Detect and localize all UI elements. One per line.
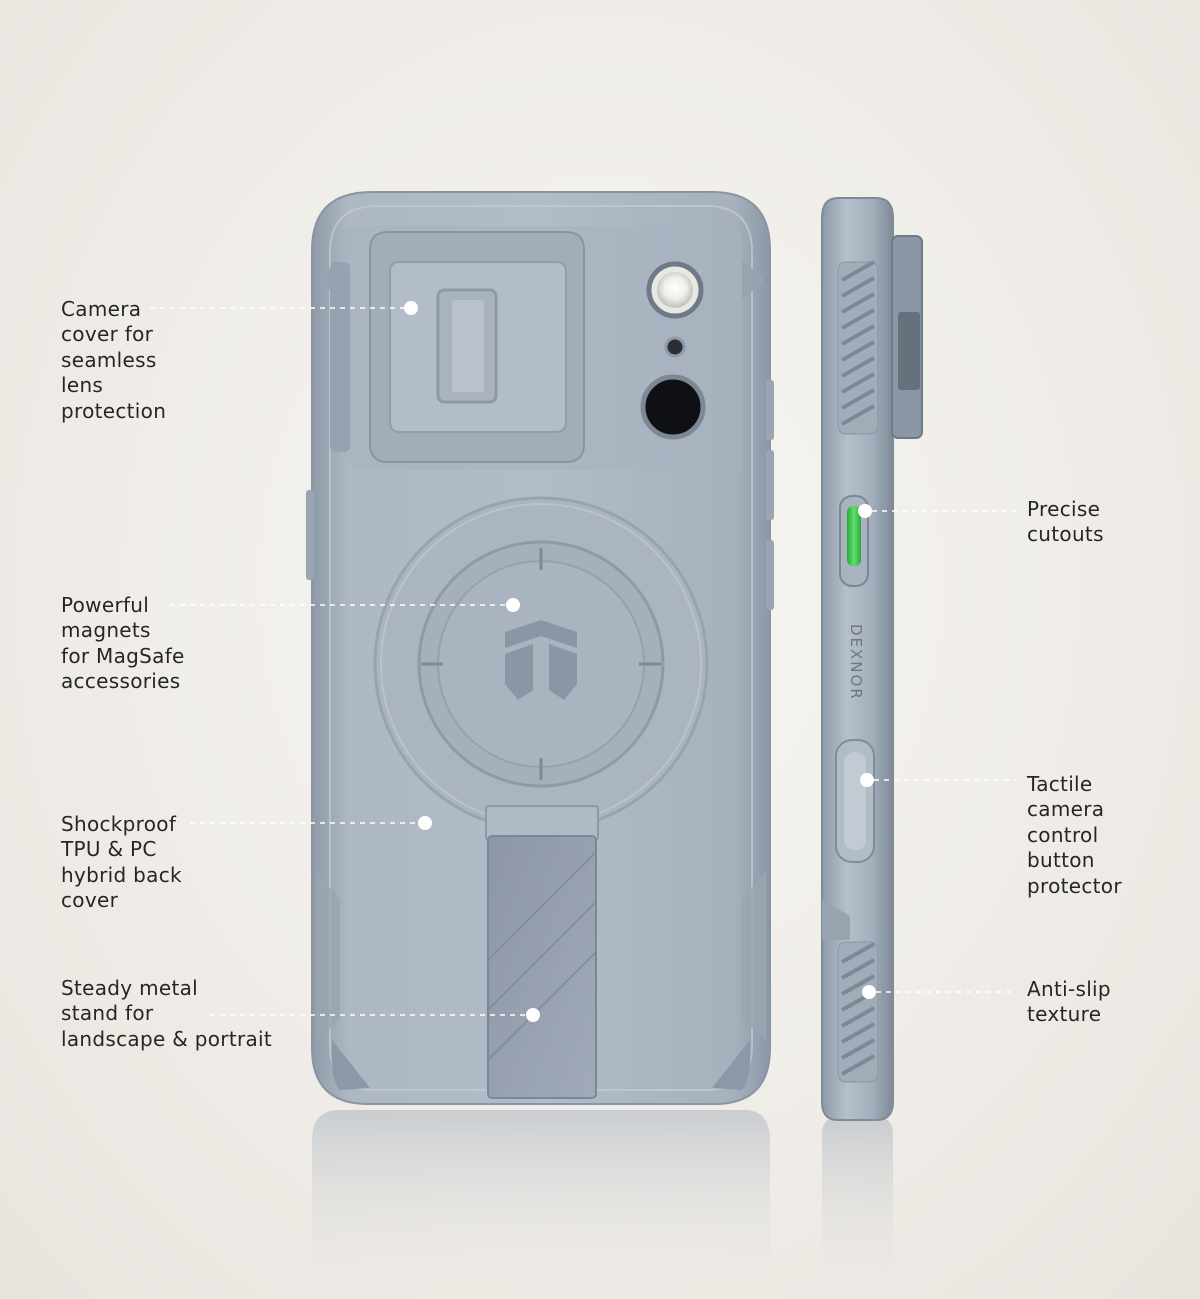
action-button-icon bbox=[847, 506, 861, 566]
callout-stand: Steady metal stand for landscape & portr… bbox=[61, 976, 273, 1051]
bottom-grip-texture bbox=[837, 941, 879, 1083]
dot-camera-cover bbox=[404, 301, 418, 315]
microphone-icon bbox=[664, 336, 686, 358]
dot-camera-control bbox=[860, 773, 874, 787]
callout-anti-slip: Anti-slip texture bbox=[1027, 977, 1111, 1027]
dot-cutouts bbox=[858, 504, 872, 518]
side-branding: DEXNOR bbox=[847, 623, 865, 701]
dot-anti-slip bbox=[862, 985, 876, 999]
magsafe-ring bbox=[373, 496, 709, 832]
callout-magnets: Powerful magnets for MagSafe accessories bbox=[61, 593, 185, 694]
callout-back-cover: Shockproof TPU & PC hybrid back cover bbox=[61, 812, 182, 913]
case-side-view bbox=[821, 197, 923, 1121]
brand-logo-icon bbox=[505, 620, 577, 700]
case-back-view bbox=[306, 191, 774, 1105]
dot-magnets bbox=[506, 598, 520, 612]
callout-leaders bbox=[150, 307, 1016, 1016]
dot-back-cover bbox=[418, 816, 432, 830]
camera-cover-slider bbox=[330, 231, 585, 463]
metal-stand bbox=[485, 805, 599, 1099]
callout-camera-control: Tactile camera control button protector bbox=[1027, 772, 1122, 898]
callout-dots bbox=[404, 301, 876, 1022]
lens-cutout-icon bbox=[640, 374, 706, 440]
callout-cutouts: Precise cutouts bbox=[1027, 497, 1104, 547]
dot-stand bbox=[526, 1008, 540, 1022]
callout-camera-cover: Camera cover for seamless lens protectio… bbox=[61, 297, 167, 423]
top-grip-texture bbox=[837, 260, 879, 435]
floor-reflection bbox=[312, 1110, 893, 1299]
